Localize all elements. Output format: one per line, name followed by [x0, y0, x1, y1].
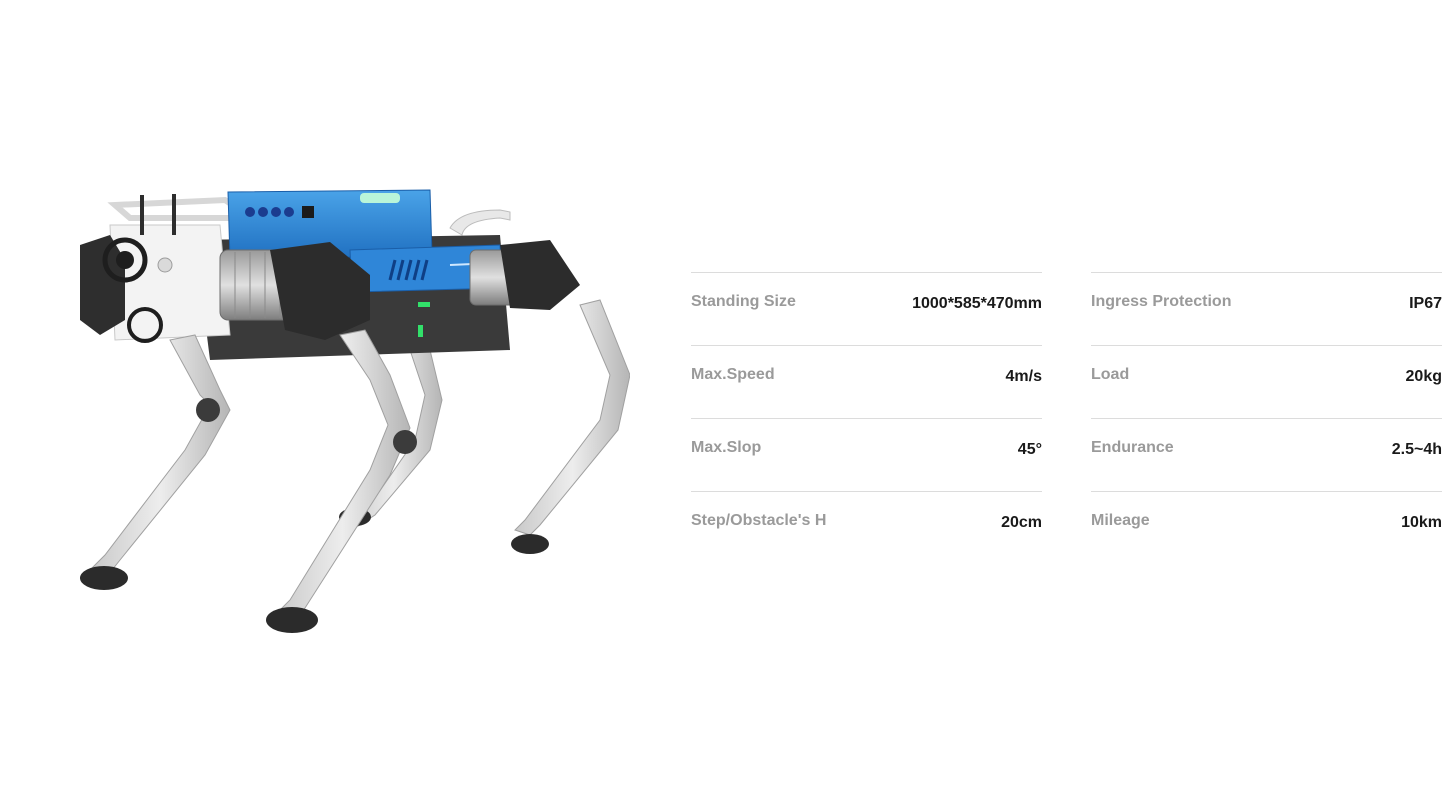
spec-value: 4m/s	[1005, 368, 1042, 385]
spec-row-load: Load 20kg	[1091, 345, 1442, 418]
spec-row-ingress-protection: Ingress Protection IP67	[1091, 272, 1442, 345]
spec-label: Step/Obstacle's H	[691, 512, 827, 529]
quadruped-robot-icon	[80, 189, 630, 633]
spec-row-max-slop: Max.Slop 45°	[691, 418, 1042, 491]
spec-value: 2.5~4h	[1391, 441, 1442, 458]
spec-label: Max.Slop	[691, 439, 762, 456]
spec-list-left: Standing Size 1000*585*470mm Max.Speed 4…	[691, 272, 1042, 564]
spec-label: Ingress Protection	[1091, 293, 1232, 310]
product-image	[70, 180, 630, 650]
spec-list-right: Ingress Protection IP67 Load 20kg Endura…	[1091, 272, 1442, 564]
spec-row-mileage: Mileage 10km	[1091, 491, 1442, 564]
spec-value: 10km	[1401, 514, 1442, 531]
spec-label: Max.Speed	[691, 366, 775, 383]
spec-label: Endurance	[1091, 439, 1174, 456]
spec-value: 1000*585*470mm	[912, 295, 1042, 312]
spec-row-standing-size: Standing Size 1000*585*470mm	[691, 272, 1042, 345]
spec-row-step-obstacle-height: Step/Obstacle's H 20cm	[691, 491, 1042, 564]
spec-label: Standing Size	[691, 293, 796, 310]
spec-value: 45°	[1017, 441, 1042, 458]
spec-value: 20cm	[1001, 514, 1042, 531]
spec-value: 20kg	[1405, 368, 1442, 385]
spec-row-endurance: Endurance 2.5~4h	[1091, 418, 1442, 491]
spec-label: Load	[1091, 366, 1130, 383]
spec-row-max-speed: Max.Speed 4m/s	[691, 345, 1042, 418]
spec-label: Mileage	[1091, 512, 1150, 529]
spec-value: IP67	[1409, 295, 1442, 312]
